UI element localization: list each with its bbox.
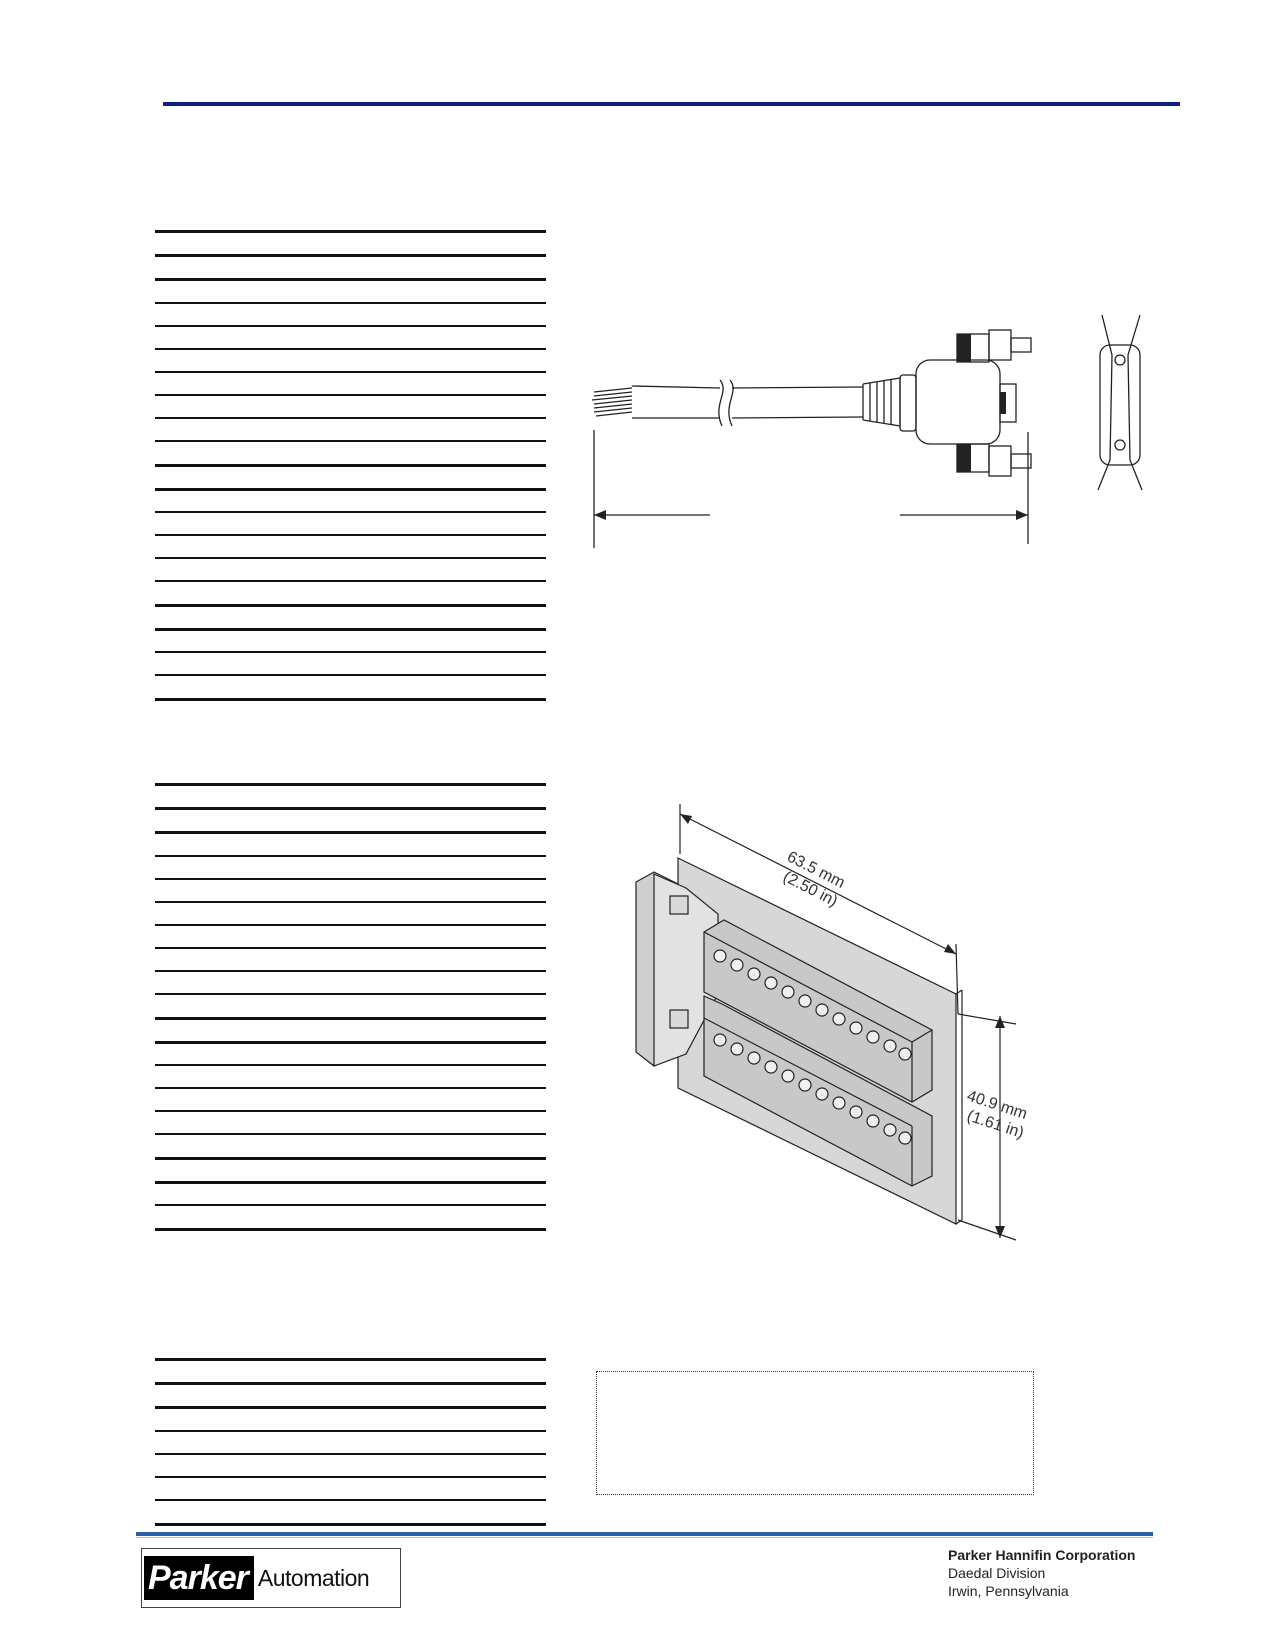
company-location: Irwin, Pennsylvania <box>948 1583 1069 1599</box>
header-rule <box>163 102 1180 106</box>
footer-rule-shadow <box>136 1537 1153 1538</box>
company-division: Daedal Division <box>948 1565 1046 1581</box>
parker-logo-mark: Parker <box>144 1556 254 1600</box>
cable-drawing <box>591 314 1143 548</box>
footer-rule <box>136 1532 1153 1536</box>
spec-table-1 <box>155 230 546 705</box>
company-name: Parker Hannifin Corporation <box>948 1547 1136 1563</box>
note-box <box>596 1371 1034 1495</box>
terminal-block-drawing: 63.5 mm (2.50 in) 40.9 mm (1.61 in) <box>635 804 1029 1241</box>
parker-logo-word: Automation <box>257 1564 370 1591</box>
parker-logo: Parker Automation <box>141 1548 401 1608</box>
company-address: Parker Hannifin Corporation Daedal Divis… <box>948 1546 1135 1600</box>
spec-table-2 <box>155 783 546 1283</box>
spec-table-3 <box>155 1358 546 1528</box>
